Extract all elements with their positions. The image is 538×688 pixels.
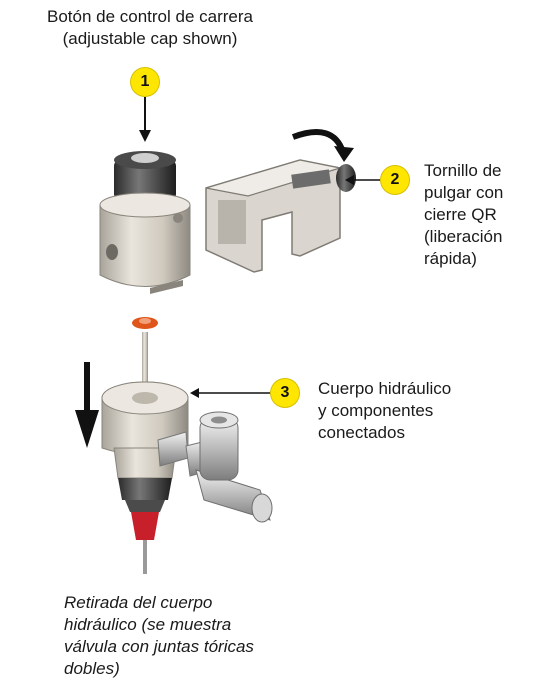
- thumbscrew-label-line: pulgar con: [424, 183, 504, 202]
- arrow-left-3: [190, 388, 270, 398]
- top-label-line-2: (adjustable cap shown): [62, 29, 238, 48]
- arrow-down-1: [139, 97, 151, 142]
- badge-1: 1: [131, 68, 159, 96]
- thumbscrew-label-line: cierre QR: [424, 205, 497, 224]
- side-fitting: [157, 411, 273, 523]
- thumbscrew-label-line: Tornillo de: [424, 161, 502, 180]
- rotation-arrow: [291, 129, 354, 162]
- arrow-left-2: [345, 175, 380, 185]
- hydraulic-body: [101, 381, 189, 574]
- hydraulic-label-line: conectados: [318, 423, 405, 442]
- thumbscrew-label: Tornillo de pulgar con cierre QR (libera…: [424, 160, 534, 270]
- thumbscrew-label-line: rápida): [424, 249, 477, 268]
- caption-line: dobles): [64, 659, 120, 678]
- caption-line: hidráulico (se muestra: [64, 615, 232, 634]
- caption-line: válvula con juntas tóricas: [64, 637, 254, 656]
- stroke-control-cap: [99, 151, 191, 294]
- thumbscrew-label-line: (liberación: [424, 227, 503, 246]
- hydraulic-body-label: Cuerpo hidráulico y componentes conectad…: [318, 378, 528, 444]
- badge-3: 3: [271, 379, 299, 407]
- o-ring: [132, 317, 158, 329]
- stroke-control-label: Botón de control de carrera (adjustable …: [0, 6, 300, 50]
- qr-clamp: [205, 159, 356, 273]
- top-label-line-1: Botón de control de carrera: [46, 7, 253, 26]
- hydraulic-label-line: y componentes: [318, 401, 434, 420]
- needle-shaft: [142, 332, 148, 392]
- caption-line: Retirada del cuerpo: [64, 593, 213, 612]
- badge-2: 2: [381, 166, 409, 194]
- hydraulic-label-line: Cuerpo hidráulico: [318, 379, 452, 398]
- arrow-down-removal: [75, 362, 99, 448]
- removal-caption: Retirada del cuerpo hidráulico (se muest…: [64, 592, 314, 680]
